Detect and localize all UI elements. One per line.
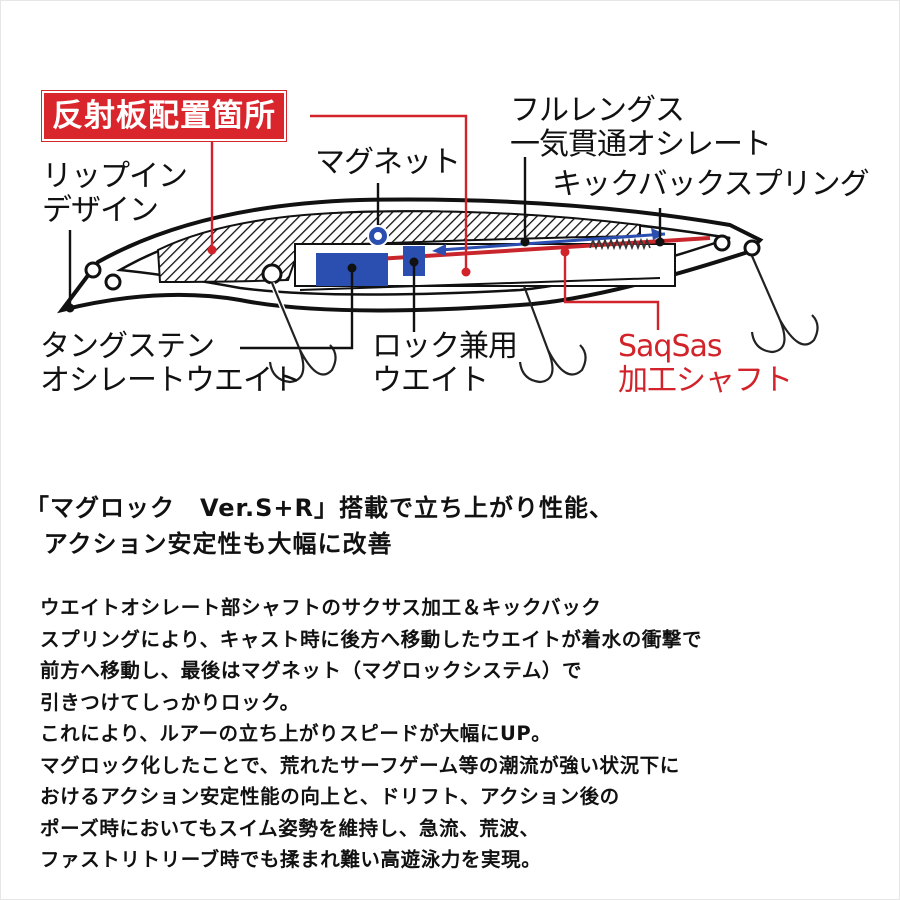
label-saqsas-shaft: SaqSas 加工シャフト	[618, 329, 793, 398]
label-kickback-spring: キックバックスプリング	[552, 167, 870, 202]
description-line: ファストリトリーブ時でも揉まれ難い高遊泳力を実現。	[40, 848, 542, 871]
reflector-placement-badge: 反射板配置箇所	[44, 93, 284, 139]
treble-hooks	[268, 255, 819, 384]
magnet	[367, 225, 389, 247]
label-full-length-oscillator: フルレングス 一気貫通オシレート	[510, 93, 772, 162]
description-line: マグロック化したことで、荒れたサーフゲーム等の潮流が強い状況下に	[40, 753, 680, 777]
description-line: おけるアクション安定性能の向上と、ドリフト、アクション後の	[40, 785, 620, 808]
description-line: ウエイトオシレート部シャフトのサクサス加工＆キックバック	[40, 596, 602, 619]
description-line: 引きつけてしっかりロック。	[40, 690, 300, 714]
description-paragraph: ウエイトオシレート部シャフトのサクサス加工＆キックバック スプリングにより、キャ…	[40, 592, 702, 876]
description-line: 前方へ移動し、最後はマグネット（マグロックシステム）で	[40, 659, 583, 682]
headline-line-1: 「マグロック Ver.S+R」搭載で立ち上がり性能、	[25, 494, 614, 522]
tail-eye	[713, 234, 761, 257]
label-lock-weight: ロック兼用 ウエイト	[372, 329, 518, 398]
label-magnet: マグネット	[315, 145, 461, 180]
front-hook-eye	[261, 263, 283, 285]
lure-cutaway-illustration	[57, 114, 819, 384]
callout-lines	[65, 114, 665, 350]
label-lip-in-design: リップイン デザイン	[42, 159, 188, 228]
weight-travel-arrow	[432, 228, 666, 256]
description-line: これにより、ルアーの立ち上がりスピードが大幅にUP。	[40, 722, 552, 745]
line-eye	[84, 261, 122, 291]
kickback-spring	[589, 237, 651, 251]
lure-internal-structure-diagram: 反射板配置箇所 リップイン デザイン マグネット フルレングス 一気貫通オシレー…	[0, 0, 900, 420]
description-line: スプリングにより、キャスト時に後方へ移動したウエイトが着水の衝撃で	[40, 627, 703, 651]
headline-line-2: アクション安定性も大幅に改善	[25, 530, 393, 558]
label-tungsten-weight: タングステン オシレートウエイト	[40, 329, 302, 398]
headline: 「マグロック Ver.S+R」搭載で立ち上がり性能、 アクション安定性も大幅に改…	[25, 490, 614, 562]
description-line: ポーズ時においてもスイム姿勢を維持し、急流、荒波、	[40, 816, 540, 840]
